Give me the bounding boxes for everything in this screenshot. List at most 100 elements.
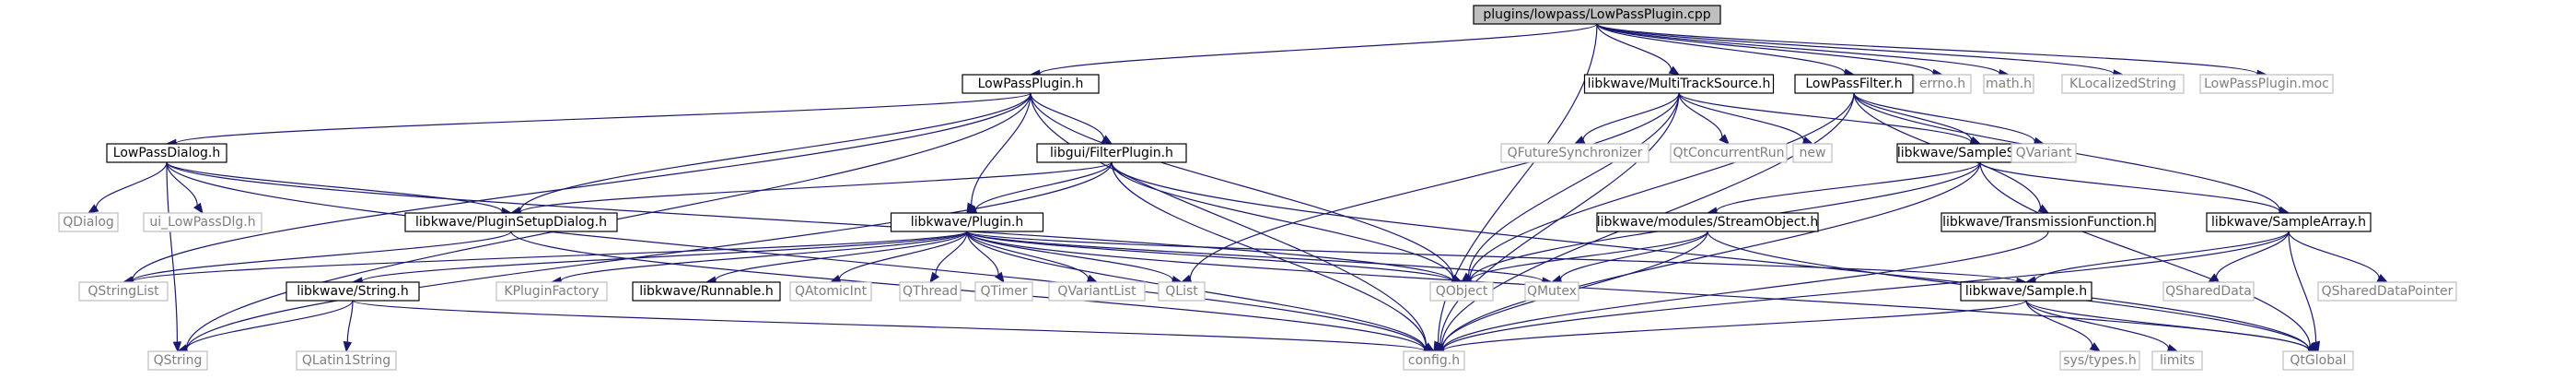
node-qtimer[interactable]: QTimer bbox=[974, 281, 1033, 302]
node-box bbox=[2061, 74, 2185, 94]
edge-line bbox=[2215, 231, 2290, 278]
node-math[interactable]: math.h bbox=[1983, 74, 2034, 94]
node-qsd[interactable]: QSharedData bbox=[2162, 281, 2255, 302]
edge-arrowhead bbox=[929, 271, 940, 284]
node-errno[interactable]: errno.h bbox=[1913, 74, 1972, 94]
edge-line bbox=[935, 231, 968, 275]
nodes-layer: plugins/lowpass/LowPassPlugin.cppLowPass… bbox=[58, 5, 2457, 371]
node-limits[interactable]: limits bbox=[2151, 350, 2203, 371]
edge-lpf-to-qvar bbox=[1853, 92, 2046, 146]
node-label: libkwave/Runnable.h bbox=[639, 284, 773, 299]
node-qobject[interactable]: QObject bbox=[1429, 281, 1494, 302]
node-tf[interactable]: libkwave/TransmissionFunction.h bbox=[1941, 212, 2156, 232]
node-str[interactable]: libkwave/String.h bbox=[286, 281, 420, 302]
edge-arrowhead bbox=[1719, 134, 1730, 145]
node-qdialog[interactable]: QDialog bbox=[58, 212, 119, 232]
node-box bbox=[1792, 143, 1833, 163]
edge-line bbox=[352, 300, 1426, 352]
node-psd[interactable]: libkwave/PluginSetupDialog.h bbox=[404, 212, 618, 232]
edge-lpph-to-config bbox=[1030, 92, 1436, 352]
edge-lpph-to-plugin bbox=[966, 92, 1032, 215]
edge-root-to-math bbox=[1596, 23, 2011, 78]
edge-arrowhead bbox=[1668, 65, 1681, 76]
node-qmutex[interactable]: QMutex bbox=[1524, 281, 1579, 302]
node-qvar[interactable]: QVariant bbox=[2011, 143, 2077, 163]
edge-plugin-to-qsl bbox=[122, 231, 968, 287]
node-qglobal[interactable]: QtGlobal bbox=[2282, 350, 2354, 371]
node-label: libkwave/SampleArray.h bbox=[2211, 215, 2366, 230]
node-label: libkwave/modules/StreamObject.h bbox=[1597, 215, 1818, 230]
node-kpf[interactable]: KPluginFactory bbox=[495, 281, 608, 302]
node-plugin[interactable]: libkwave/Plugin.h bbox=[890, 212, 1044, 232]
node-label: QDialog bbox=[63, 215, 114, 230]
node-label: libkwave/Plugin.h bbox=[911, 215, 1024, 230]
node-qsl[interactable]: QStringList bbox=[78, 281, 169, 302]
edge-mts-to-qobject bbox=[1460, 92, 1680, 283]
node-mts[interactable]: libkwave/MultiTrackSource.h bbox=[1583, 74, 1775, 94]
node-qfs[interactable]: QFutureSynchronizer bbox=[1500, 143, 1649, 163]
node-qvl[interactable]: QVariantList bbox=[1048, 281, 1146, 302]
node-box bbox=[2059, 350, 2140, 371]
edge-plugin-to-qtimer bbox=[966, 231, 1005, 284]
node-box bbox=[143, 212, 262, 232]
node-new[interactable]: new bbox=[1792, 143, 1833, 163]
node-box bbox=[1913, 74, 1972, 94]
edge-line bbox=[132, 231, 968, 282]
edge-arrowhead bbox=[1969, 136, 1982, 145]
node-label: QList bbox=[1165, 284, 1198, 299]
node-label: QFutureSynchronizer bbox=[1508, 146, 1643, 160]
node-lpf[interactable]: LowPassFilter.h bbox=[1794, 74, 1914, 94]
node-qai[interactable]: QAtomicInt bbox=[789, 281, 872, 302]
edge-line bbox=[1467, 92, 1680, 277]
node-so[interactable]: libkwave/modules/StreamObject.h bbox=[1596, 212, 1819, 232]
node-label: libkwave/MultiTrackSource.h bbox=[1588, 77, 1771, 91]
node-root[interactable]: plugins/lowpass/LowPassPlugin.cpp bbox=[1473, 5, 1721, 25]
edge-line bbox=[166, 161, 198, 206]
node-box bbox=[1670, 143, 1788, 163]
edge-arrowhead bbox=[994, 271, 1005, 284]
edge-line bbox=[1596, 23, 1934, 75]
node-label: QObject bbox=[1436, 284, 1488, 299]
edge-sample-to-qglobal bbox=[2025, 300, 2320, 354]
node-run[interactable]: libkwave/Runnable.h bbox=[632, 281, 781, 302]
node-box bbox=[890, 212, 1044, 232]
node-ql1s[interactable]: QLatin1String bbox=[296, 350, 397, 371]
node-lpd[interactable]: LowPassDialog.h bbox=[106, 143, 227, 163]
node-config[interactable]: config.h bbox=[1403, 350, 1465, 371]
edge-root-to-kls bbox=[1596, 23, 2125, 78]
edge-root-to-lpph bbox=[1029, 23, 1598, 78]
node-sample[interactable]: libkwave/Sample.h bbox=[1960, 281, 2092, 302]
node-box bbox=[2151, 350, 2203, 371]
node-moc[interactable]: LowPassPlugin.moc bbox=[2199, 74, 2334, 94]
node-box bbox=[1048, 281, 1146, 302]
edge-line bbox=[974, 161, 1113, 210]
edge-line bbox=[2288, 231, 2317, 343]
edge-line bbox=[166, 161, 179, 343]
node-lpph[interactable]: LowPassPlugin.h bbox=[962, 74, 1100, 94]
edge-line bbox=[510, 231, 1426, 350]
node-label: LowPassPlugin.moc bbox=[2204, 77, 2329, 91]
node-qcr[interactable]: QtConcurrentRun bbox=[1670, 143, 1788, 163]
node-qsdp[interactable]: QSharedDataPointer bbox=[2317, 281, 2457, 302]
edge-so-to-qobject bbox=[1460, 231, 1708, 285]
edge-line bbox=[1441, 161, 1981, 349]
edge-lpd-to-qobject bbox=[166, 161, 1463, 286]
node-systypes[interactable]: sys/types.h bbox=[2059, 350, 2140, 371]
edge-line bbox=[2034, 231, 2290, 281]
node-qthread[interactable]: QThread bbox=[899, 281, 962, 302]
node-sa[interactable]: libkwave/SampleArray.h bbox=[2206, 212, 2372, 232]
edge-mts-to-new bbox=[1678, 92, 1814, 145]
node-label: libkwave/Sample.h bbox=[1965, 284, 2087, 299]
node-qlist[interactable]: QList bbox=[1158, 281, 1206, 302]
edge-line bbox=[1442, 231, 2049, 350]
edge-arrowhead bbox=[1801, 136, 1814, 145]
node-box bbox=[2317, 281, 2457, 302]
node-fp[interactable]: libgui/FilterPlugin.h bbox=[1036, 143, 1187, 163]
node-kls[interactable]: KLocalizedString bbox=[2061, 74, 2185, 94]
node-uilp[interactable]: ui_LowPassDlg.h bbox=[143, 212, 262, 232]
edge-lpph-to-fp bbox=[1030, 92, 1113, 145]
node-qstring[interactable]: QString bbox=[147, 350, 208, 371]
edge-line bbox=[966, 231, 999, 275]
node-label: QString bbox=[154, 353, 203, 368]
